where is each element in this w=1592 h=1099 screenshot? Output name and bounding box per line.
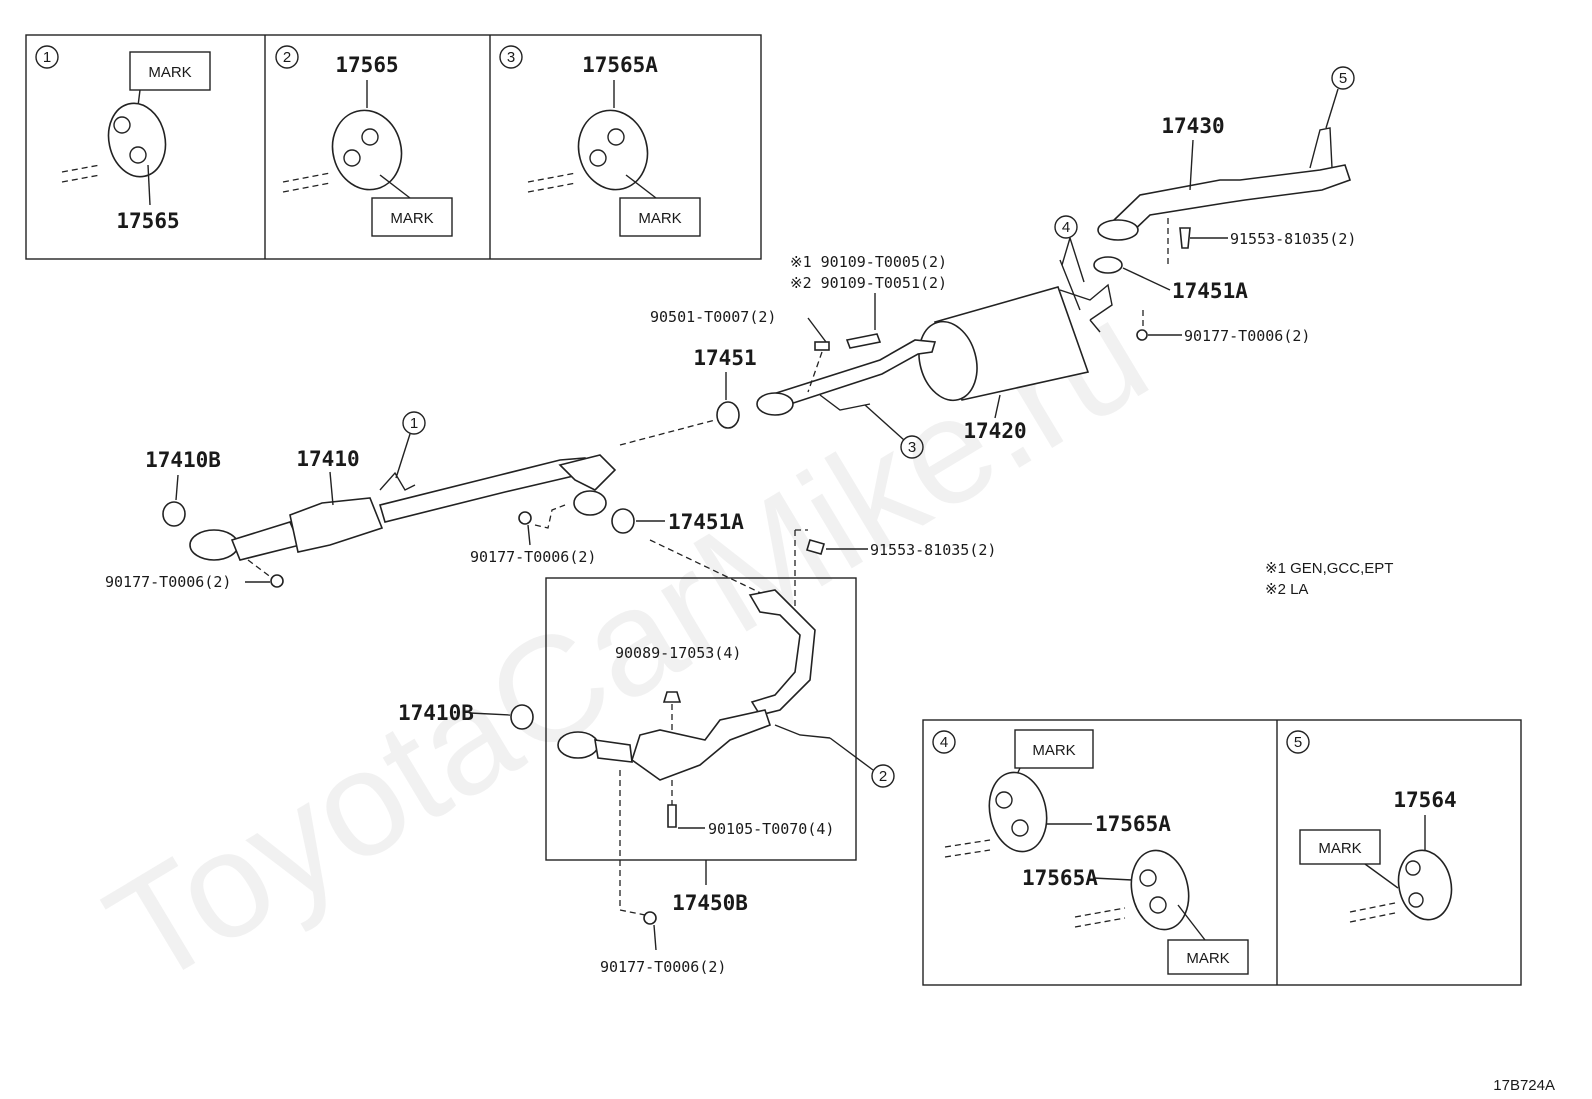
- fastener-number: ※1 90109-T0005(2): [790, 253, 947, 271]
- mark-label: MARK: [1318, 840, 1361, 857]
- inset-2: 2 17565 MARK: [275, 45, 453, 237]
- part-number: 17451A: [668, 510, 744, 534]
- part-number: 17565A: [582, 53, 658, 77]
- mark-box: [129, 51, 211, 91]
- part-number: 17565: [116, 209, 179, 233]
- nut-icon: [270, 574, 284, 588]
- marker-label-4: 4: [1062, 219, 1070, 236]
- part-number: 17410: [296, 447, 359, 471]
- hanger-17565-icon: [331, 109, 403, 191]
- part-number: 17451: [693, 346, 756, 370]
- converter-17450B-box: [545, 577, 857, 861]
- fastener-number: 90501-T0007(2): [650, 308, 776, 326]
- inset-5: 5 17564 MARK: [1286, 730, 1457, 923]
- part-number: 17420: [963, 419, 1026, 443]
- hanger-17565A-icon: [988, 771, 1048, 853]
- hanger-17565A-icon: [577, 109, 649, 191]
- mark-label: MARK: [148, 64, 191, 81]
- fastener-number: 90105-T0070(4): [708, 820, 834, 838]
- marker-label-1: 1: [43, 49, 51, 66]
- part-number: 17410B: [145, 448, 221, 472]
- bolt-icon: [806, 539, 825, 555]
- gasket-17410B-icon: [162, 501, 186, 527]
- marker-circle-1: [35, 45, 59, 69]
- part-number: 17565A: [1022, 866, 1098, 890]
- mark-box: [371, 197, 453, 237]
- gasket-17451A-icon: [1093, 256, 1123, 274]
- flange-icon: [756, 392, 794, 416]
- mark-label: MARK: [1032, 742, 1075, 759]
- flange-icon: [557, 731, 599, 759]
- note-2: ※2 LA: [1265, 581, 1308, 598]
- fastener-number: 90089-17053(4): [615, 644, 741, 662]
- bolt-icon: [845, 333, 882, 349]
- marker-label-3: 3: [908, 439, 916, 456]
- gasket-17410B-icon: [510, 704, 534, 730]
- converter-17450B: 2 90089-17053(4) 90105-T0070(4): [557, 589, 895, 838]
- gasket-17451A-icon: [611, 508, 635, 534]
- mark-box: [1014, 729, 1094, 769]
- mark-label: MARK: [638, 210, 681, 227]
- nut-icon: [662, 691, 682, 703]
- fastener-number: 91553-81035(2): [870, 541, 996, 559]
- catalytic-converter-icon: [289, 497, 384, 553]
- flange-icon: [189, 529, 239, 561]
- marker-label-3: 3: [507, 49, 515, 66]
- inset-group-top: [25, 34, 762, 260]
- mark-box: [619, 197, 701, 237]
- inset-1: 1 MARK 17565: [35, 45, 211, 233]
- fastener-number: 90177-T0006(2): [1184, 327, 1310, 345]
- part-number: 17451A: [1172, 279, 1248, 303]
- marker-label-1: 1: [410, 415, 418, 432]
- inset-3: 3 17565A MARK: [499, 45, 701, 237]
- inset-group-bottom: [922, 719, 1522, 986]
- inset-4: 4 MARK 17565A 17565A MARK: [932, 729, 1249, 975]
- spring-icon: [814, 341, 830, 351]
- fastener-number: 90177-T0006(2): [600, 958, 726, 976]
- part-number: 17565: [335, 53, 398, 77]
- hanger-17565A-icon: [1130, 849, 1190, 931]
- part-number: 17430: [1161, 114, 1224, 138]
- nut-icon: [1136, 329, 1148, 341]
- hanger-17565-icon: [107, 102, 167, 178]
- part-number: 17410B: [398, 701, 474, 725]
- bolt-icon: [667, 804, 677, 828]
- marker-label-2: 2: [283, 49, 291, 66]
- part-number: 17565A: [1095, 812, 1171, 836]
- marker-label-2: 2: [879, 768, 887, 785]
- gasket-17451-icon: [716, 401, 740, 429]
- mark-box: [1299, 829, 1381, 865]
- marker-label-4: 4: [940, 734, 948, 751]
- note-1: ※1 GEN,GCC,EPT: [1265, 560, 1393, 577]
- nut-icon: [518, 511, 532, 525]
- hanger-17564-icon: [1397, 849, 1453, 921]
- mark-label: MARK: [1186, 950, 1229, 967]
- front-pipe-17410: 17410 1: [189, 411, 617, 561]
- fastener-number: 90177-T0006(2): [105, 573, 231, 591]
- part-number: 17450B: [672, 891, 748, 915]
- muffler-17420: 4 17420: [756, 215, 1113, 443]
- nut-icon: [643, 911, 657, 925]
- mark-label: MARK: [390, 210, 433, 227]
- diagram-code: 17B724A: [1493, 1077, 1555, 1094]
- fastener-number: 91553-81035(2): [1230, 230, 1356, 248]
- marker-label-5: 5: [1339, 70, 1347, 87]
- bolt-icon: [1179, 227, 1191, 249]
- fastener-number: 90177-T0006(2): [470, 548, 596, 566]
- fastener-number: ※2 90109-T0051(2): [790, 274, 947, 292]
- marker-label-5: 5: [1294, 734, 1302, 751]
- tailpipe-17430: 5 17430: [1097, 66, 1355, 241]
- part-number: 17564: [1393, 788, 1456, 812]
- mark-box: [1167, 939, 1249, 975]
